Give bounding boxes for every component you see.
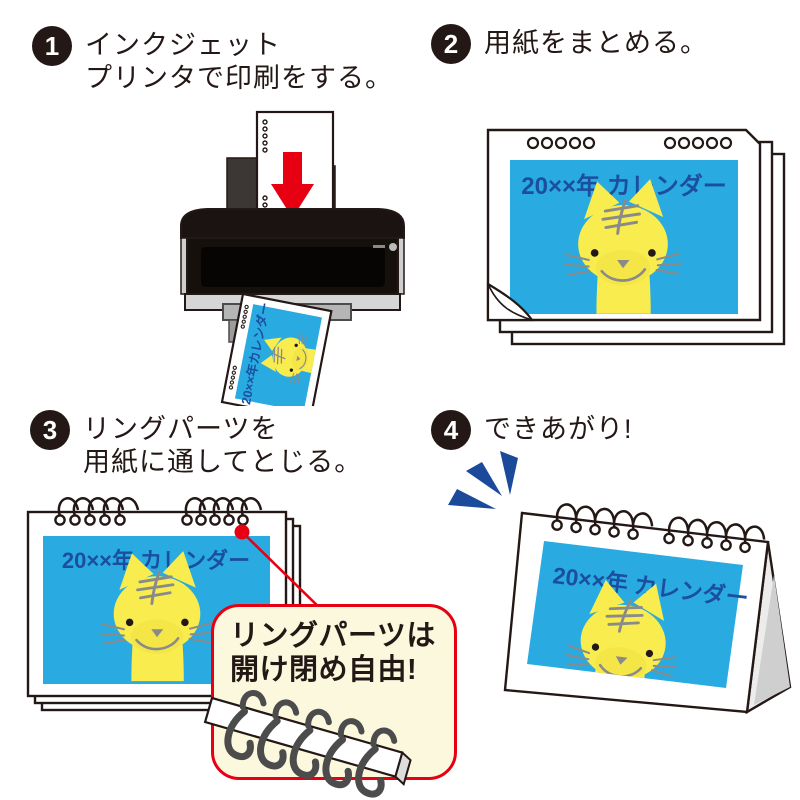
- step-1-badge: 1: [32, 26, 72, 66]
- open-rings-illustration: [203, 690, 412, 798]
- open-ring-hooks: [224, 690, 398, 798]
- punch-holes: [526, 136, 733, 150]
- ring-highlight-dot-icon: [234, 524, 250, 540]
- step-3-badge: 3: [30, 410, 70, 450]
- step-2-number: 2: [443, 28, 459, 59]
- step-3-title: リングパーツを 用紙に通してとじる。: [83, 414, 363, 477]
- calendar-title: 20××年 カレンダー: [521, 172, 726, 200]
- paper-stack-illustration: 20××年 カレンダー: [486, 128, 786, 346]
- printer-illustration: 20××年カレンダー: [180, 110, 405, 406]
- curled-corner: [486, 282, 535, 322]
- pointer-line: [241, 531, 327, 615]
- step-4-header: 4 できあがり!: [431, 410, 633, 450]
- printed-page: 20××年カレンダー: [220, 292, 333, 406]
- emphasis-marks-icon: [448, 451, 518, 509]
- step-1-title: インクジェット プリンタで印刷をする。: [85, 30, 393, 93]
- step-2-header: 2 用紙をまとめる。: [431, 24, 708, 64]
- callout-pointer: [234, 524, 327, 615]
- step-1-header: 1 インクジェット プリンタで印刷をする。: [32, 26, 393, 95]
- step-4-title: できあがり!: [484, 414, 633, 444]
- feed-direction-arrow-icon: [271, 152, 314, 218]
- desk-calendar-illustration: 20××年 カレンダー: [448, 451, 792, 715]
- callout-text: リングパーツは 開け閉め自由!: [230, 620, 436, 686]
- step-3-number: 3: [42, 414, 58, 445]
- step-3-header: 3 リングパーツを 用紙に通してとじる。: [30, 410, 362, 479]
- step-1-number: 1: [44, 30, 60, 61]
- step-2-title: 用紙をまとめる。: [484, 28, 708, 58]
- calendar-title: 20××年 カレンダー: [62, 548, 250, 573]
- step-4-number: 4: [443, 414, 459, 445]
- step-2-badge: 2: [431, 24, 471, 64]
- step-4-badge: 4: [431, 410, 471, 450]
- power-button: [389, 243, 397, 251]
